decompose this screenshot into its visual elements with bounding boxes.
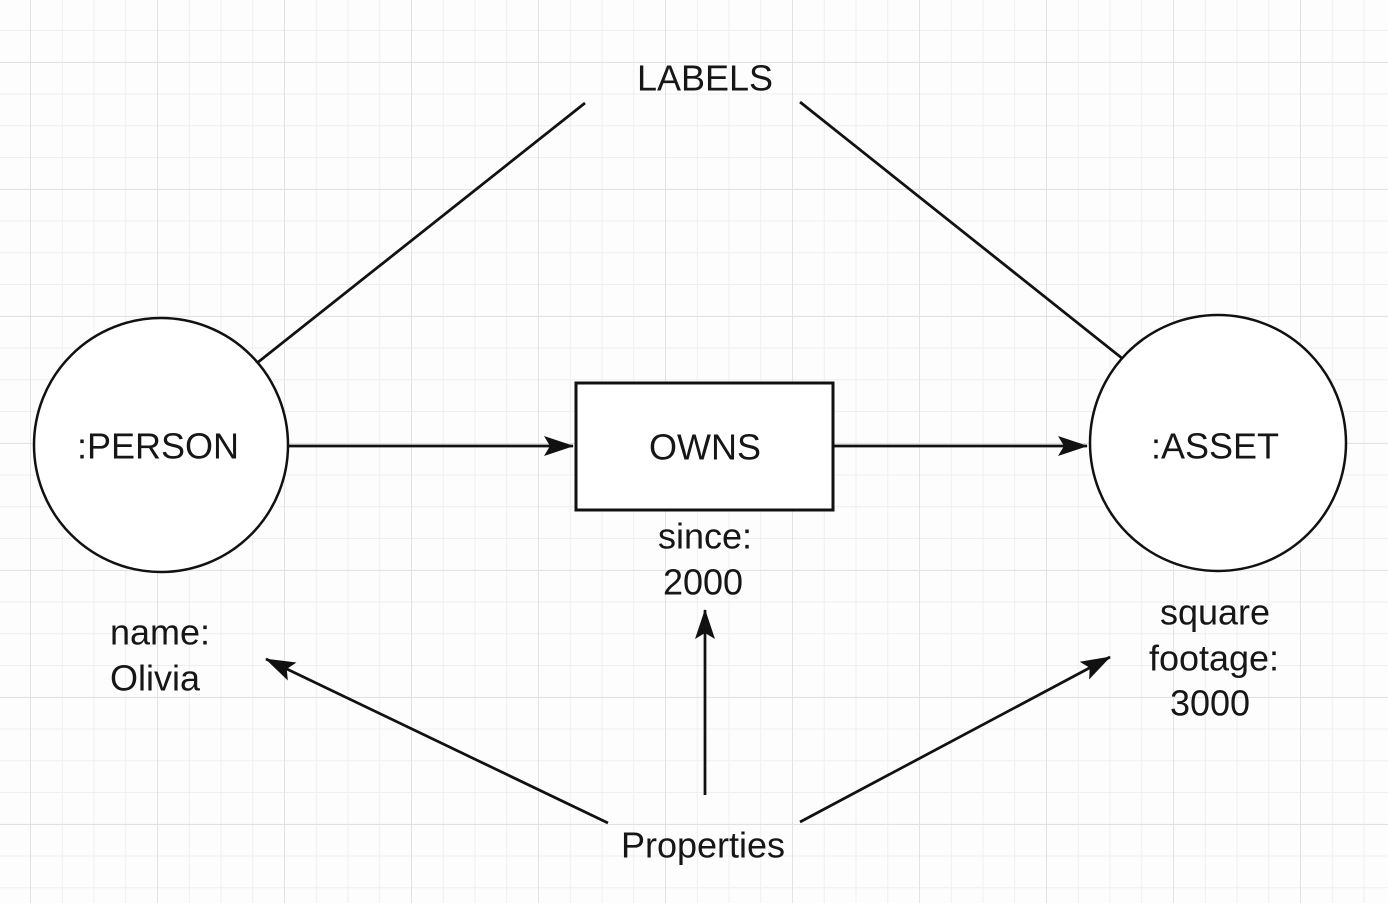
properties-to-square-footage-arrow	[799, 655, 1111, 824]
owns-property-line-1: since:	[658, 516, 752, 557]
asset-property-line-1: square	[1160, 592, 1270, 633]
labels-to-person-arrow	[198, 101, 586, 411]
labels-annotation-title: LABELS	[637, 58, 773, 99]
person-property-line-1: name:	[110, 612, 210, 653]
labels-to-asset-arrow	[799, 100, 1183, 408]
owns-relationship-box	[574, 381, 835, 512]
owns-relationship-label: OWNS	[649, 427, 761, 468]
properties-annotation-title: Properties	[621, 825, 785, 866]
person-node-circle	[32, 316, 290, 574]
person-property-line-2: Olivia	[110, 658, 201, 699]
asset-node-circle	[1088, 313, 1348, 573]
asset-property-line-2: footage:	[1149, 638, 1279, 679]
properties-to-name-arrow	[265, 657, 609, 825]
asset-property-line-3: 3000	[1170, 683, 1250, 724]
person-node-label: :PERSON	[77, 426, 239, 467]
owns-property-line-2: 2000	[663, 562, 743, 603]
asset-node-label: :ASSET	[1151, 426, 1279, 467]
